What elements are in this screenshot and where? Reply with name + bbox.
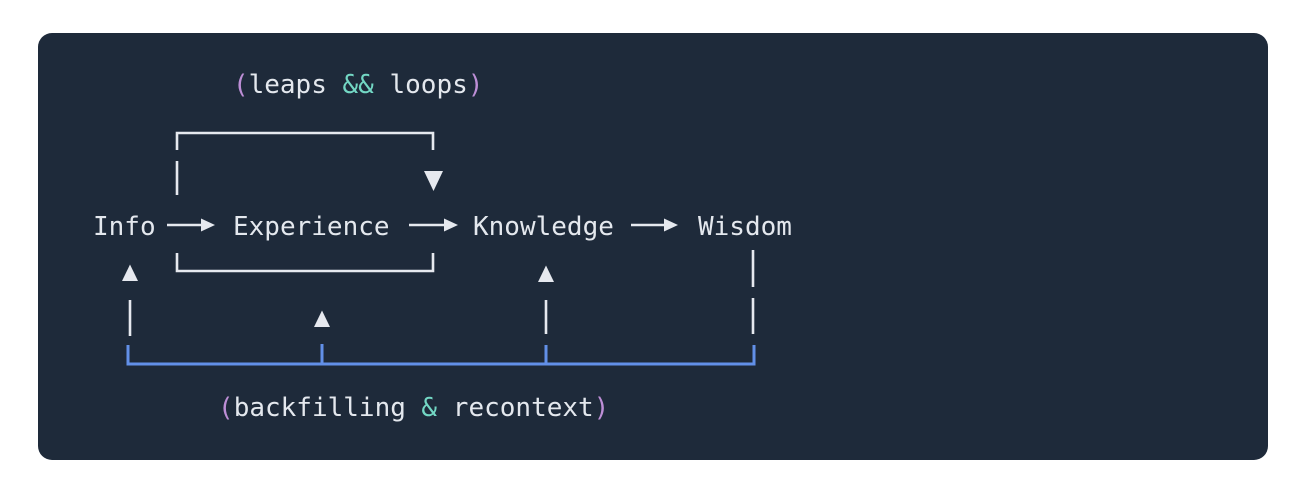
and-operator: &: [421, 393, 437, 423]
flow-node-wisdom: Wisdom: [698, 212, 792, 242]
flow-node-knowledge: Knowledge: [473, 212, 614, 242]
open-paren: (: [218, 393, 234, 423]
loop-bracket-top: [175, 131, 435, 150]
up-arrow-icon-info: [122, 264, 138, 281]
label-word: backfilling: [234, 393, 406, 423]
leaps-loops-label: ( leaps && loops ): [233, 70, 483, 100]
right-arrow-head-icon: [444, 218, 458, 232]
up-arrow-icon-middle: [314, 310, 330, 327]
flow-node-experience: Experience: [233, 212, 390, 242]
flow-node-info: Info: [93, 212, 156, 242]
flow-arrow-knowledge-wisdom: [631, 218, 678, 232]
and-operator: &&: [343, 70, 375, 100]
diagram-card: [38, 33, 1268, 460]
label-word: recontext: [453, 393, 594, 423]
up-arrow-icon-knowledge: [538, 265, 554, 282]
label-word: loops: [390, 70, 468, 100]
open-paren: (: [233, 70, 249, 100]
backfill-bracket: [126, 344, 756, 366]
flow-arrow-experience-knowledge: [409, 218, 458, 232]
close-paren: ): [468, 70, 484, 100]
down-arrow-icon: [424, 171, 443, 191]
loop-bracket-return: [175, 253, 435, 273]
flow-arrow-info-experience: [167, 218, 215, 232]
close-paren: ): [594, 393, 610, 423]
backfill-label: ( backfilling & recontext ): [218, 393, 609, 423]
right-arrow-head-icon: [201, 218, 215, 232]
label-word: leaps: [249, 70, 327, 100]
right-arrow-head-icon: [664, 218, 678, 232]
